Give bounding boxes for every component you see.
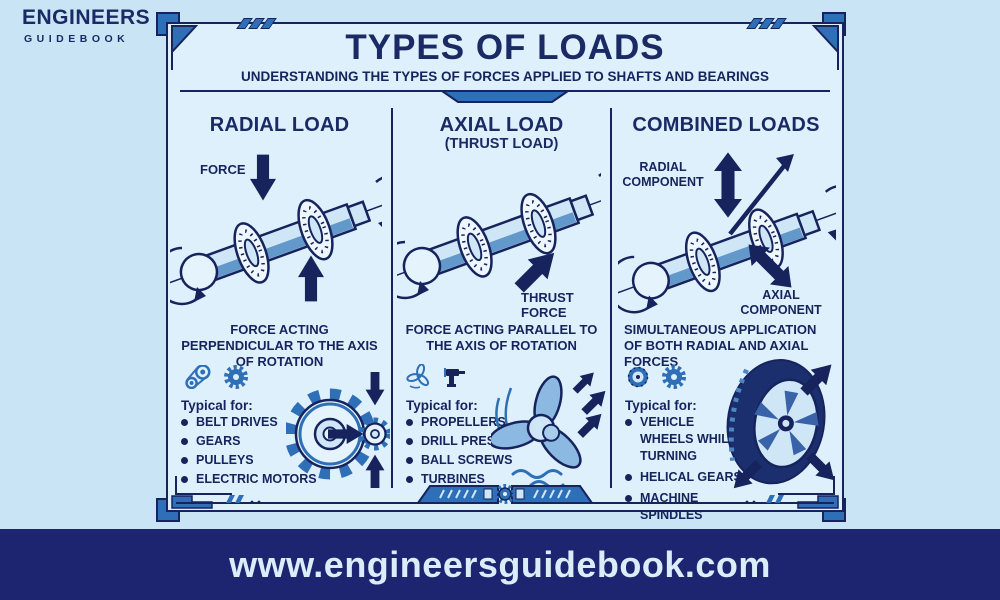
list-item: PROPELLERS — [406, 414, 520, 431]
infographic-card: TYPES OF LOADS UNDERSTANDING THE TYPES O… — [166, 18, 844, 522]
corner-triangle-top-right — [811, 25, 839, 70]
wheel-icon — [627, 366, 649, 388]
icon-row — [181, 364, 249, 390]
list-item: GEARS — [181, 433, 317, 450]
force-label: FORCE — [200, 162, 246, 177]
brand-logo: ENGINEERS GUIDEBOOK — [22, 6, 150, 45]
axial-component-label: AXIAL COMPONENT — [740, 288, 822, 317]
belt-drive-icon — [185, 365, 211, 389]
list-item: MACHINE SPINDLES — [625, 490, 743, 524]
list-item: TURBINES — [406, 471, 520, 488]
typical-for-list: VEHICLE WHEELS WHILE TURNING HELICAL GEA… — [625, 414, 743, 528]
combined-shaft-illustration — [618, 152, 836, 320]
trapezoid-accent — [440, 90, 570, 103]
typical-for-label: Typical for: — [625, 398, 697, 413]
hazard-slashes-top-left — [236, 18, 277, 29]
brand-name: ENGINEERS — [22, 6, 151, 29]
column-title: RADIAL LOAD — [209, 114, 350, 136]
gear-icon — [662, 365, 686, 389]
columns-container: RADIAL LOAD FORCE FORCE ACTING PERPENDIC… — [168, 108, 842, 522]
gear-icon — [224, 365, 248, 389]
list-item: HELICAL GEARS — [625, 469, 743, 486]
list-item: BELT DRIVES — [181, 414, 317, 431]
list-item: PULLEYS — [181, 452, 317, 469]
column-description: FORCE ACTING PERPENDICULAR TO THE AXIS O… — [181, 322, 378, 369]
corner-triangle-top-left — [171, 25, 199, 70]
typical-for-label: Typical for: — [406, 398, 478, 413]
thrust-force-label: THRUST FORCE — [521, 290, 574, 320]
tire-illustration — [726, 356, 842, 494]
gear-pair-illustration — [286, 372, 390, 488]
page-subtitle: UNDERSTANDING THE TYPES OF FORCES APPLIE… — [240, 69, 770, 84]
column-axial-load: AXIAL LOAD (THRUST LOAD) THRUST FORCE FO… — [391, 108, 610, 490]
column-subtitle: (THRUST LOAD) — [444, 136, 559, 152]
hazard-slashes-top-right — [746, 18, 787, 29]
page-title: TYPES OF LOADS — [345, 28, 665, 67]
propeller-icon — [406, 364, 430, 389]
column-radial-load: RADIAL LOAD FORCE FORCE ACTING PERPENDIC… — [168, 108, 391, 488]
brand-subname: GUIDEBOOK — [24, 33, 130, 45]
footer-banner: www.engineersguidebook.com — [0, 529, 1000, 600]
list-item: VEHICLE WHEELS WHILE TURNING — [625, 414, 743, 465]
typical-for-list: BELT DRIVES GEARS PULLEYS ELECTRIC MOTOR… — [181, 414, 317, 490]
column-combined-loads: COMBINED LOADS RADIAL COMPONENT AXIAL CO… — [610, 108, 842, 522]
column-description: SIMULTANEOUS APPLICATION OF BOTH RADIAL … — [624, 322, 817, 369]
typical-for-label: Typical for: — [181, 398, 253, 413]
footer-url: www.engineersguidebook.com — [229, 543, 771, 585]
column-title: AXIAL LOAD — [439, 114, 564, 136]
column-title: COMBINED LOADS — [632, 114, 820, 136]
drill-icon — [444, 368, 465, 387]
column-description: FORCE ACTING PARALLEL TO THE AXIS OF ROT… — [405, 322, 598, 353]
bottom-border-decoration — [171, 476, 839, 509]
icon-row — [625, 364, 687, 390]
icon-row — [406, 364, 468, 390]
list-item: BALL SCREWS — [406, 452, 520, 469]
list-item: ELECTRIC MOTORS — [181, 471, 317, 488]
propeller-illustration — [491, 367, 609, 490]
radial-component-label: RADIAL COMPONENT — [622, 160, 704, 189]
